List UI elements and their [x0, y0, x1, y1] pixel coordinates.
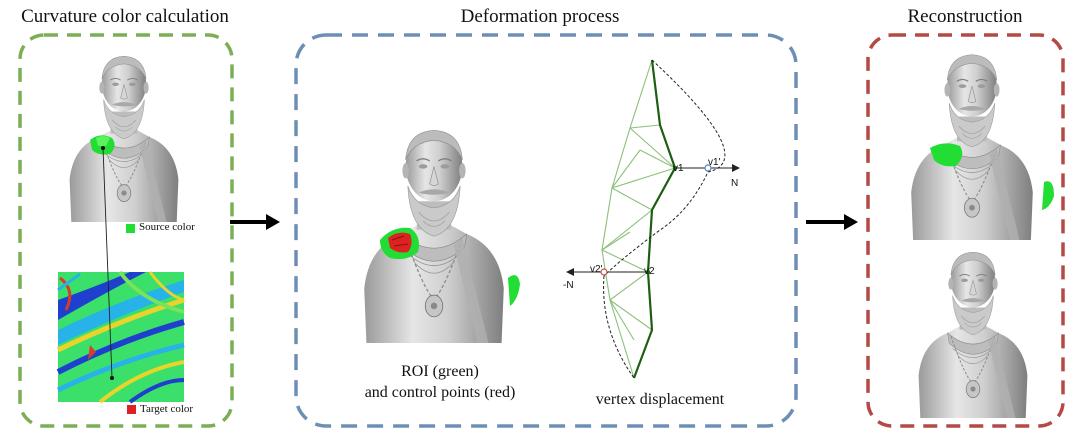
roi-caption-line1: ROI (green)	[401, 363, 479, 380]
roi-region-right	[508, 275, 520, 306]
target-color-label: Target color	[140, 403, 194, 415]
curvature-heatmap	[56, 270, 185, 404]
target-legend-swatch	[127, 405, 136, 414]
title-curvature: Curvature color calculation	[21, 6, 229, 27]
reconstruction-roi-right	[1042, 181, 1054, 210]
reconstruction-roi	[930, 143, 963, 167]
deformation-panel-border	[294, 33, 798, 428]
bust-reconstructed	[917, 251, 1029, 418]
source-color-label: Source color	[139, 221, 195, 233]
label-v1-prime: v1'	[708, 157, 721, 168]
arrow-right-1	[230, 214, 280, 230]
reconstruction-panel-border	[866, 33, 1065, 428]
bust-reconstructed-colored	[910, 54, 1034, 240]
arrow-right-2	[806, 214, 858, 230]
label-v2: v2	[644, 266, 655, 277]
target-point	[110, 376, 114, 380]
label-neg-n: -N	[563, 280, 574, 291]
vertex-mesh	[566, 59, 740, 379]
roi-caption-line2: and control points (red)	[364, 384, 516, 401]
label-n: N	[731, 178, 738, 189]
vertex-caption: vertex displacement	[595, 391, 725, 408]
bust-left	[68, 55, 180, 222]
source-color-highlight	[96, 136, 110, 146]
curvature-panel-border	[18, 33, 234, 428]
title-reconstruction: Reconstruction	[907, 6, 1023, 27]
source-point	[101, 146, 105, 150]
source-legend-swatch	[126, 224, 135, 233]
control-points	[388, 232, 412, 253]
mapping-line	[102, 147, 113, 379]
label-v1: v1	[673, 163, 684, 174]
title-deformation: Deformation process	[460, 6, 620, 27]
label-v2-prime: v2'	[590, 264, 603, 275]
